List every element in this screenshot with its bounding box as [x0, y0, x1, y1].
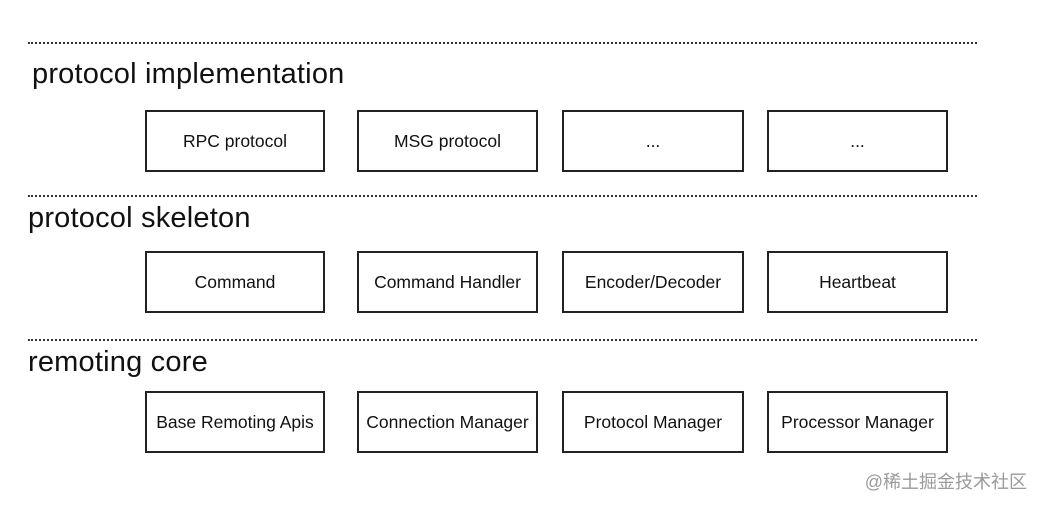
component-box: Processor Manager: [767, 391, 948, 453]
layer-title-protocol-implementation: protocol implementation: [32, 58, 345, 90]
component-box: Connection Manager: [357, 391, 538, 453]
layer-divider: [28, 195, 977, 197]
component-box: MSG protocol: [357, 110, 538, 172]
layer-title-protocol-skeleton: protocol skeleton: [28, 202, 251, 234]
component-box: ...: [562, 110, 744, 172]
component-box: Encoder/Decoder: [562, 251, 744, 313]
component-box: Protocol Manager: [562, 391, 744, 453]
component-box: Command: [145, 251, 325, 313]
layer-row-remoting-core: Base Remoting Apis Connection Manager Pr…: [0, 391, 1043, 453]
layer-divider: [28, 42, 977, 44]
layer-title-remoting-core: remoting core: [28, 346, 208, 378]
component-box: Heartbeat: [767, 251, 948, 313]
component-box: Command Handler: [357, 251, 538, 313]
component-box: Base Remoting Apis: [145, 391, 325, 453]
watermark: @稀土掘金技术社区: [864, 472, 1027, 492]
component-box: RPC protocol: [145, 110, 325, 172]
layer-row-protocol-implementation: RPC protocol MSG protocol ... ...: [0, 110, 1043, 172]
layer-row-protocol-skeleton: Command Command Handler Encoder/Decoder …: [0, 251, 1043, 313]
layer-divider: [28, 339, 977, 341]
component-box: ...: [767, 110, 948, 172]
